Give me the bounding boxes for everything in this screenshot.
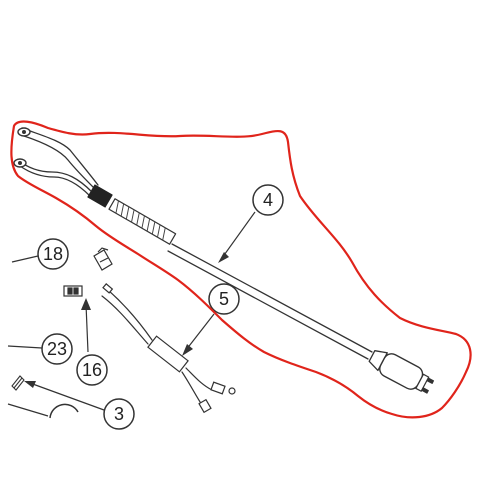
- lead-wire-lower: [17, 159, 93, 193]
- lead-wire-lower-2: [19, 165, 91, 197]
- harness-wire: [107, 289, 153, 341]
- strain-relief-spring: [108, 198, 177, 245]
- callout-3: 3: [24, 381, 135, 430]
- highlight-outline: [10, 120, 472, 419]
- callout-16: 16: [76, 298, 108, 386]
- callout-16-label: 16: [82, 360, 102, 380]
- callout-5-label: 5: [219, 289, 229, 309]
- wire-harness: [101, 283, 236, 414]
- callout-23: 23: [7, 333, 73, 365]
- plug: [368, 350, 435, 394]
- callout-23-label: 23: [47, 339, 67, 359]
- callout-4-label: 4: [263, 190, 273, 210]
- harness-wire-end: [102, 283, 114, 294]
- harness-wire: [181, 371, 203, 406]
- terminal-connector-part: [63, 285, 83, 297]
- harness-wire: [101, 295, 149, 345]
- callout-partial: [7, 403, 79, 419]
- lead-wire-upper: [21, 127, 99, 186]
- callout-3-label: 3: [114, 404, 124, 424]
- cord-grip-nut: [87, 184, 113, 208]
- power-cord: [171, 243, 373, 353]
- screw-part: [11, 375, 25, 391]
- inline-connector: [147, 335, 189, 373]
- callout-4: 4: [218, 184, 284, 263]
- spade-connector-tip: [228, 387, 236, 395]
- callout-18-label: 18: [43, 244, 63, 264]
- harness-wire: [185, 367, 213, 391]
- spade-connector: [210, 381, 226, 395]
- power-cord-assembly: [13, 127, 435, 394]
- ring-terminal-hole: [22, 130, 26, 134]
- lead-wire-upper-2: [23, 135, 97, 191]
- wire-connector-cap-part: [93, 247, 113, 271]
- callout-18: 18: [11, 238, 69, 270]
- ring-terminal-hole: [18, 161, 22, 165]
- power-cord-edge: [167, 250, 369, 360]
- callout-5: 5: [182, 283, 240, 356]
- spade-connector: [198, 398, 212, 414]
